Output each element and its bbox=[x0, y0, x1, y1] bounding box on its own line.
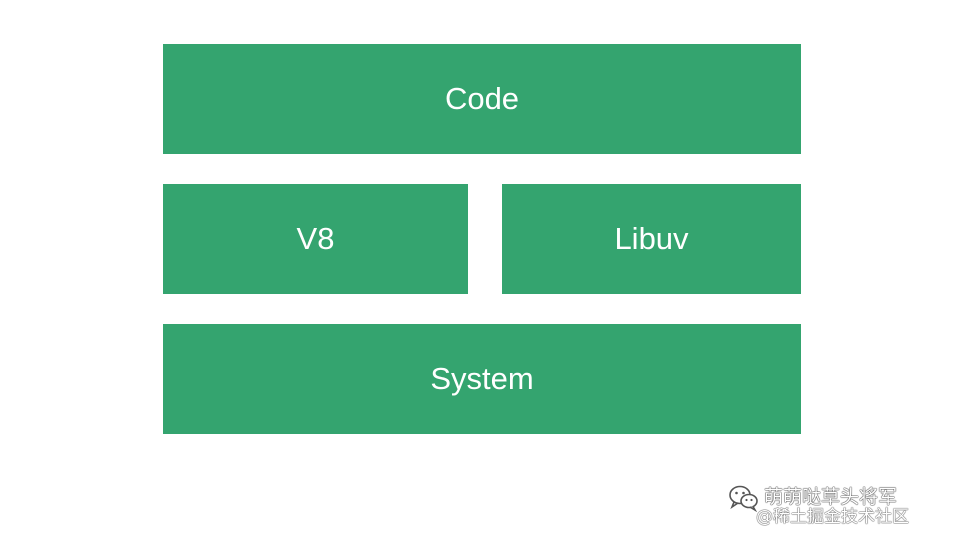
system-layer-label: System bbox=[430, 361, 534, 396]
v8-layer-block: V8 bbox=[163, 184, 468, 294]
v8-layer-label: V8 bbox=[296, 221, 335, 256]
watermark-source: @稀土掘金技术社区 bbox=[756, 507, 909, 527]
code-layer-label: Code bbox=[444, 81, 520, 116]
watermark: 萌萌哒草头将军 @稀土掘金技术社区 bbox=[728, 480, 938, 527]
code-layer-block: Code bbox=[163, 44, 801, 154]
libuv-layer-block: Libuv bbox=[502, 184, 801, 294]
wechat-icon bbox=[728, 484, 760, 513]
watermark-account: 萌萌哒草头将军 bbox=[764, 486, 898, 508]
libuv-layer-label: Libuv bbox=[614, 221, 689, 256]
system-layer-block: System bbox=[163, 324, 801, 434]
